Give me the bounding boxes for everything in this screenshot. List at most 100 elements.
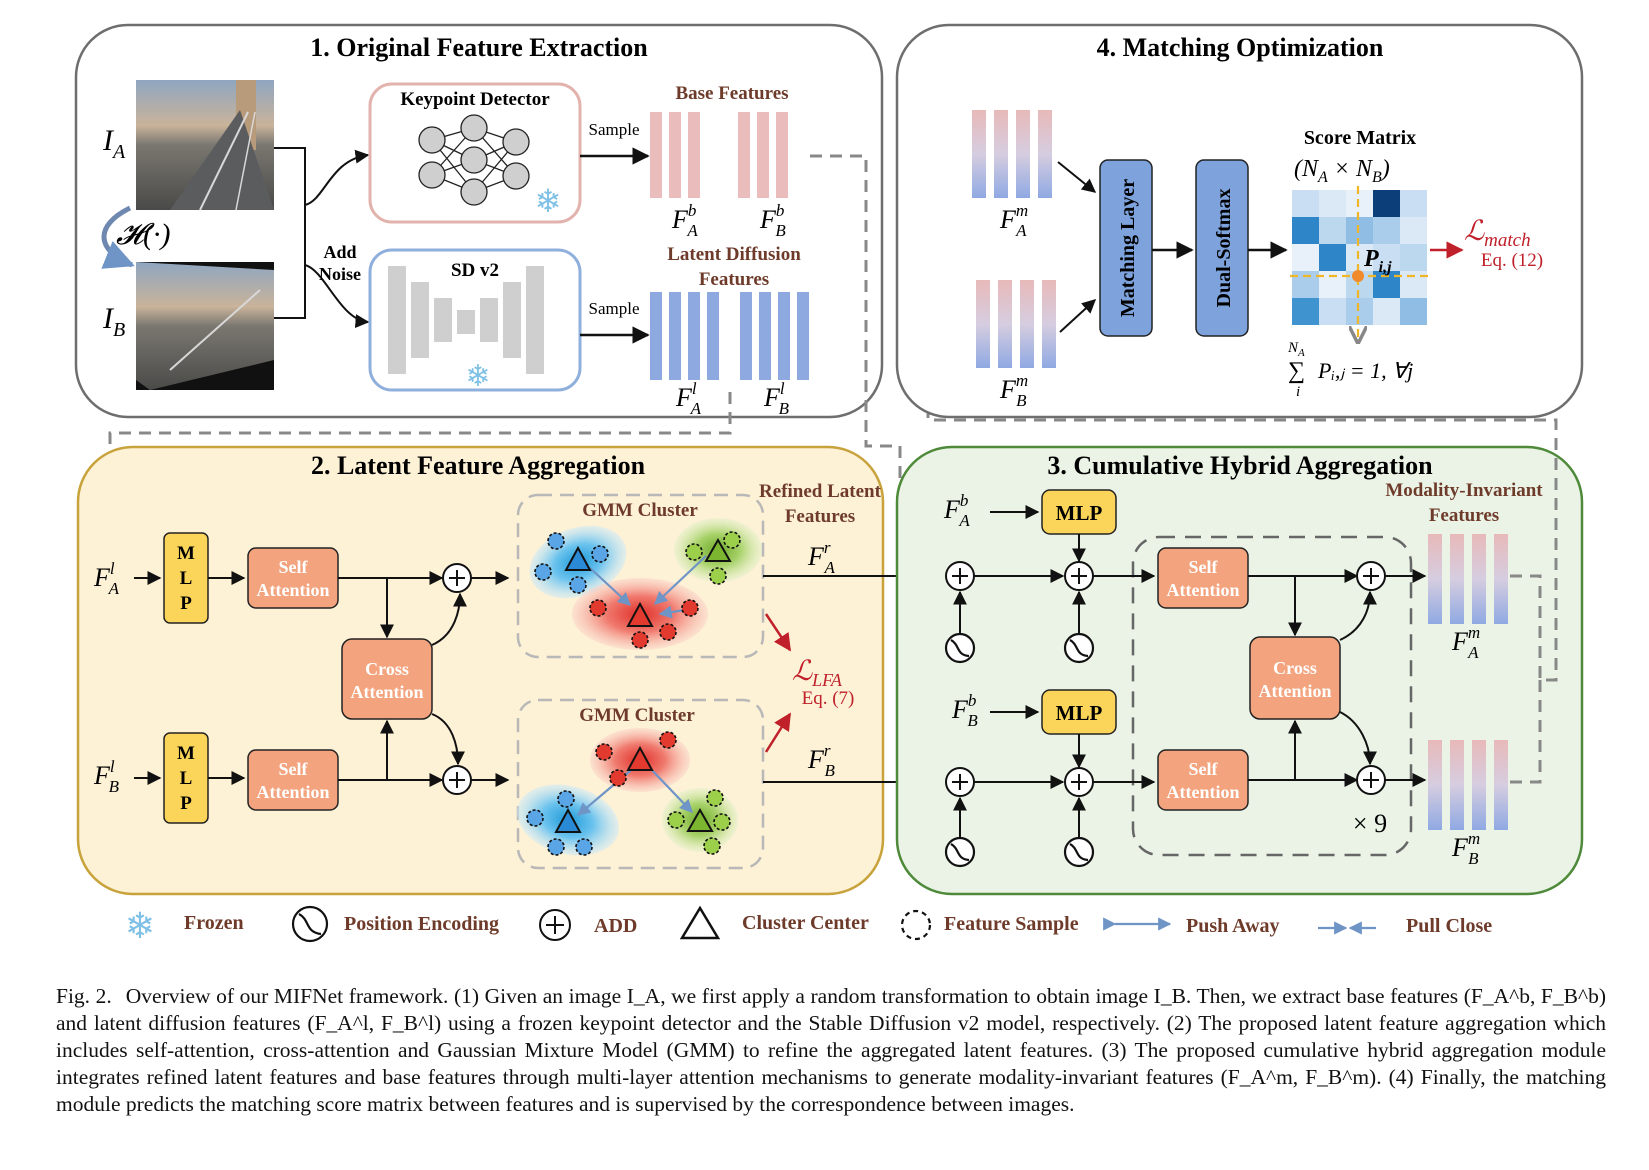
panel-2-title: 2. Latent Feature Aggregation bbox=[311, 451, 646, 480]
self-attention-cha-a: Self Attention bbox=[1157, 547, 1249, 609]
loss-lfa: ℒLFA bbox=[792, 656, 843, 690]
add-icon bbox=[539, 909, 571, 941]
score-matrix-cell bbox=[1292, 190, 1319, 217]
svg-text:Attention: Attention bbox=[1259, 681, 1332, 701]
cross-attention-lfa: Cross Attention bbox=[341, 638, 433, 720]
feature-samples bbox=[526, 731, 731, 856]
svg-text:Self: Self bbox=[1189, 557, 1219, 577]
refined-latent-title: Refined Latent bbox=[759, 481, 882, 502]
panel-1-title: 1. Original Feature Extraction bbox=[310, 33, 648, 62]
label-add-noise-1: Add bbox=[323, 242, 356, 262]
repeat-block bbox=[1131, 535, 1413, 857]
add-node bbox=[1356, 765, 1386, 795]
label-h-transform: 𝓗(·) bbox=[116, 218, 171, 251]
label-add-noise-2: Noise bbox=[319, 264, 361, 284]
sd-v2-label: SD v2 bbox=[451, 260, 499, 281]
sum-constraint-top: NA bbox=[1287, 340, 1305, 359]
snowflake-icon: ❄ bbox=[535, 183, 562, 219]
score-matrix-cell bbox=[1292, 244, 1319, 271]
score-matrix-cell bbox=[1319, 217, 1346, 244]
mlp-block-fab: MLP bbox=[1041, 489, 1117, 535]
image-a bbox=[136, 80, 274, 211]
legend-push-away: Push Away bbox=[1186, 915, 1280, 937]
score-matrix-cell bbox=[1346, 217, 1373, 244]
score-matrix-dims: (NA × NB) bbox=[1294, 156, 1390, 186]
score-matrix-cell bbox=[1400, 190, 1427, 217]
arrow bbox=[1339, 590, 1377, 641]
gmm-cluster-b bbox=[516, 698, 765, 870]
svg-text:MLP: MLP bbox=[1056, 501, 1103, 525]
eq-7: Eq. (7) bbox=[802, 688, 855, 709]
svg-text:P: P bbox=[180, 793, 192, 814]
score-matrix-title: Score Matrix bbox=[1304, 127, 1416, 149]
svg-text:L: L bbox=[180, 768, 193, 789]
cross-attention-cha: Cross Attention bbox=[1249, 636, 1341, 720]
branch-line bbox=[274, 147, 306, 319]
svg-text:MLP: MLP bbox=[1056, 701, 1103, 725]
svg-text:P: P bbox=[180, 593, 192, 614]
arrow-to-sd bbox=[304, 264, 370, 329]
image-b bbox=[136, 262, 274, 390]
cluster-centers bbox=[564, 537, 732, 627]
loss-match: ℒmatch bbox=[1464, 216, 1531, 251]
mlp-block-a: M L P bbox=[163, 532, 209, 624]
arrow-to-keypoint bbox=[304, 149, 370, 206]
svg-text:L: L bbox=[180, 568, 193, 589]
latent-features-bars bbox=[650, 292, 809, 380]
sum-constraint-eq: Pᵢ,ⱼ = 1, ∀j bbox=[1317, 358, 1413, 383]
sum-constraint-sigma: ∑ bbox=[1288, 358, 1305, 384]
svg-text:Matching Layer: Matching Layer bbox=[1117, 179, 1139, 317]
svg-text:M: M bbox=[177, 543, 195, 564]
snowflake-icon: ❄ bbox=[465, 360, 490, 393]
sample-label: Sample bbox=[589, 299, 640, 318]
mlp-block-b: M L P bbox=[163, 732, 209, 824]
transform-arrow bbox=[101, 205, 135, 269]
add-node bbox=[442, 563, 472, 593]
self-attention-cha-b: Self Attention bbox=[1157, 749, 1249, 811]
caption-text: Overview of our MIFNet framework. (1) Gi… bbox=[56, 984, 1606, 1116]
panel-3-title: 3. Cumulative Hybrid Aggregation bbox=[1047, 451, 1433, 480]
base-features-title: Base Features bbox=[675, 83, 788, 104]
arrow bbox=[1339, 711, 1377, 766]
position-encoding-icon bbox=[944, 632, 1095, 868]
self-attention-b: Self Attention bbox=[247, 749, 339, 811]
gmm-label-b: GMM Cluster bbox=[579, 705, 695, 726]
latent-diffusion-title: Features bbox=[699, 269, 769, 290]
sample-label: Sample bbox=[589, 120, 640, 139]
svg-text:Attention: Attention bbox=[351, 682, 424, 702]
feature-samples bbox=[534, 531, 741, 649]
legend-frozen: Frozen bbox=[184, 912, 244, 934]
dashed-circle-icon bbox=[900, 909, 932, 941]
add-node bbox=[945, 767, 975, 797]
matching-layer-block: Matching Layer bbox=[1099, 159, 1153, 337]
score-matrix-cell bbox=[1373, 298, 1400, 325]
snowflake-icon: ❄ bbox=[125, 906, 155, 946]
arrow bbox=[1059, 299, 1097, 333]
arrow bbox=[431, 592, 467, 646]
score-matrix-cell bbox=[1373, 244, 1400, 271]
keypoint-detector-label: Keypoint Detector bbox=[400, 89, 550, 110]
score-matrix-cell bbox=[1400, 217, 1427, 244]
label-ia: IA bbox=[102, 124, 126, 163]
dashed-connector bbox=[1510, 680, 1542, 784]
framework-diagram: 1. Original Feature Extraction IA IB 𝓗(·… bbox=[74, 23, 1584, 946]
fam-bars-p4 bbox=[972, 110, 1052, 198]
gmm-label-a: GMM Cluster bbox=[582, 500, 698, 521]
svg-text:Attention: Attention bbox=[257, 782, 330, 802]
self-attention-a: Self Attention bbox=[247, 547, 339, 609]
base-features-bars bbox=[650, 112, 788, 198]
fbm-bars-p4 bbox=[976, 280, 1056, 368]
svg-text:Self: Self bbox=[1189, 759, 1219, 779]
arrow bbox=[1057, 161, 1097, 193]
svg-text:Cross: Cross bbox=[365, 659, 409, 679]
figure-caption: Fig. 2.Overview of our MIFNet framework.… bbox=[56, 983, 1606, 1118]
